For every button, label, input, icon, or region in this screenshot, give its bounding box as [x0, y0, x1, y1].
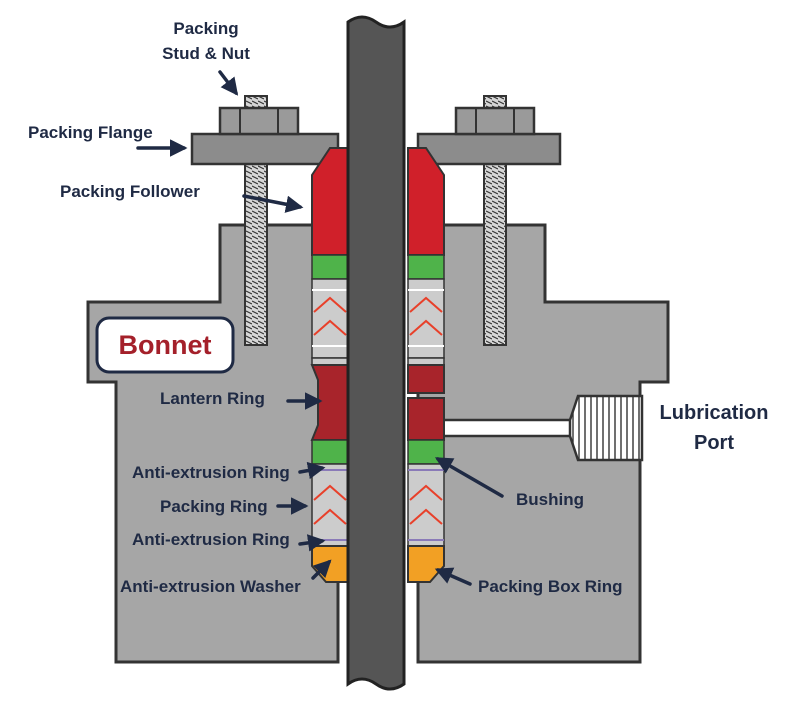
packing-nut-left — [218, 106, 300, 136]
flange-label: Packing Flange — [28, 123, 153, 142]
lubrication-label-line2: Port — [694, 432, 734, 454]
bushing-arrow — [434, 457, 504, 498]
stud-nut-label-line2: Stud & Nut — [162, 44, 250, 63]
anti-extrusion-ring-upper-arrow — [298, 461, 326, 480]
bonnet-label-box: Bonnet — [95, 316, 235, 374]
anti-extrusion-washer-arrow — [311, 559, 332, 580]
valve-stem — [346, 15, 406, 691]
lubrication-label-line1: Lubrication — [660, 402, 769, 424]
lubrication-port — [440, 394, 644, 462]
packing-box-ring-label: Packing Box Ring — [478, 577, 623, 596]
anti-extrusion-ring-lower-arrow — [298, 534, 326, 552]
follower-label: Packing Follower — [60, 182, 200, 201]
packing-nut-right — [454, 106, 536, 136]
lantern-ring-label: Lantern Ring — [160, 389, 265, 408]
stud-nut-label-line1: Packing — [173, 19, 238, 38]
bushing-label: Bushing — [516, 490, 584, 509]
packing-stack-right — [407, 254, 445, 583]
follower-arrow — [242, 194, 304, 213]
packing-flange — [190, 132, 562, 166]
callout-arrows — [136, 70, 504, 586]
packing-ring-label: Packing Ring — [160, 497, 268, 516]
packing-follower — [311, 147, 445, 256]
anti-extrusion-ring-upper-label: Anti-extrusion Ring — [132, 463, 290, 482]
anti-extrusion-ring-lower-label: Anti-extrusion Ring — [132, 530, 290, 549]
stud-nut-arrow — [218, 70, 239, 96]
bonnet-label: Bonnet — [119, 330, 212, 360]
anti-extrusion-washer-label: Anti-extrusion Washer — [120, 577, 301, 596]
packing-box-ring-arrow — [434, 567, 472, 586]
packing-stack-left — [310, 254, 349, 583]
